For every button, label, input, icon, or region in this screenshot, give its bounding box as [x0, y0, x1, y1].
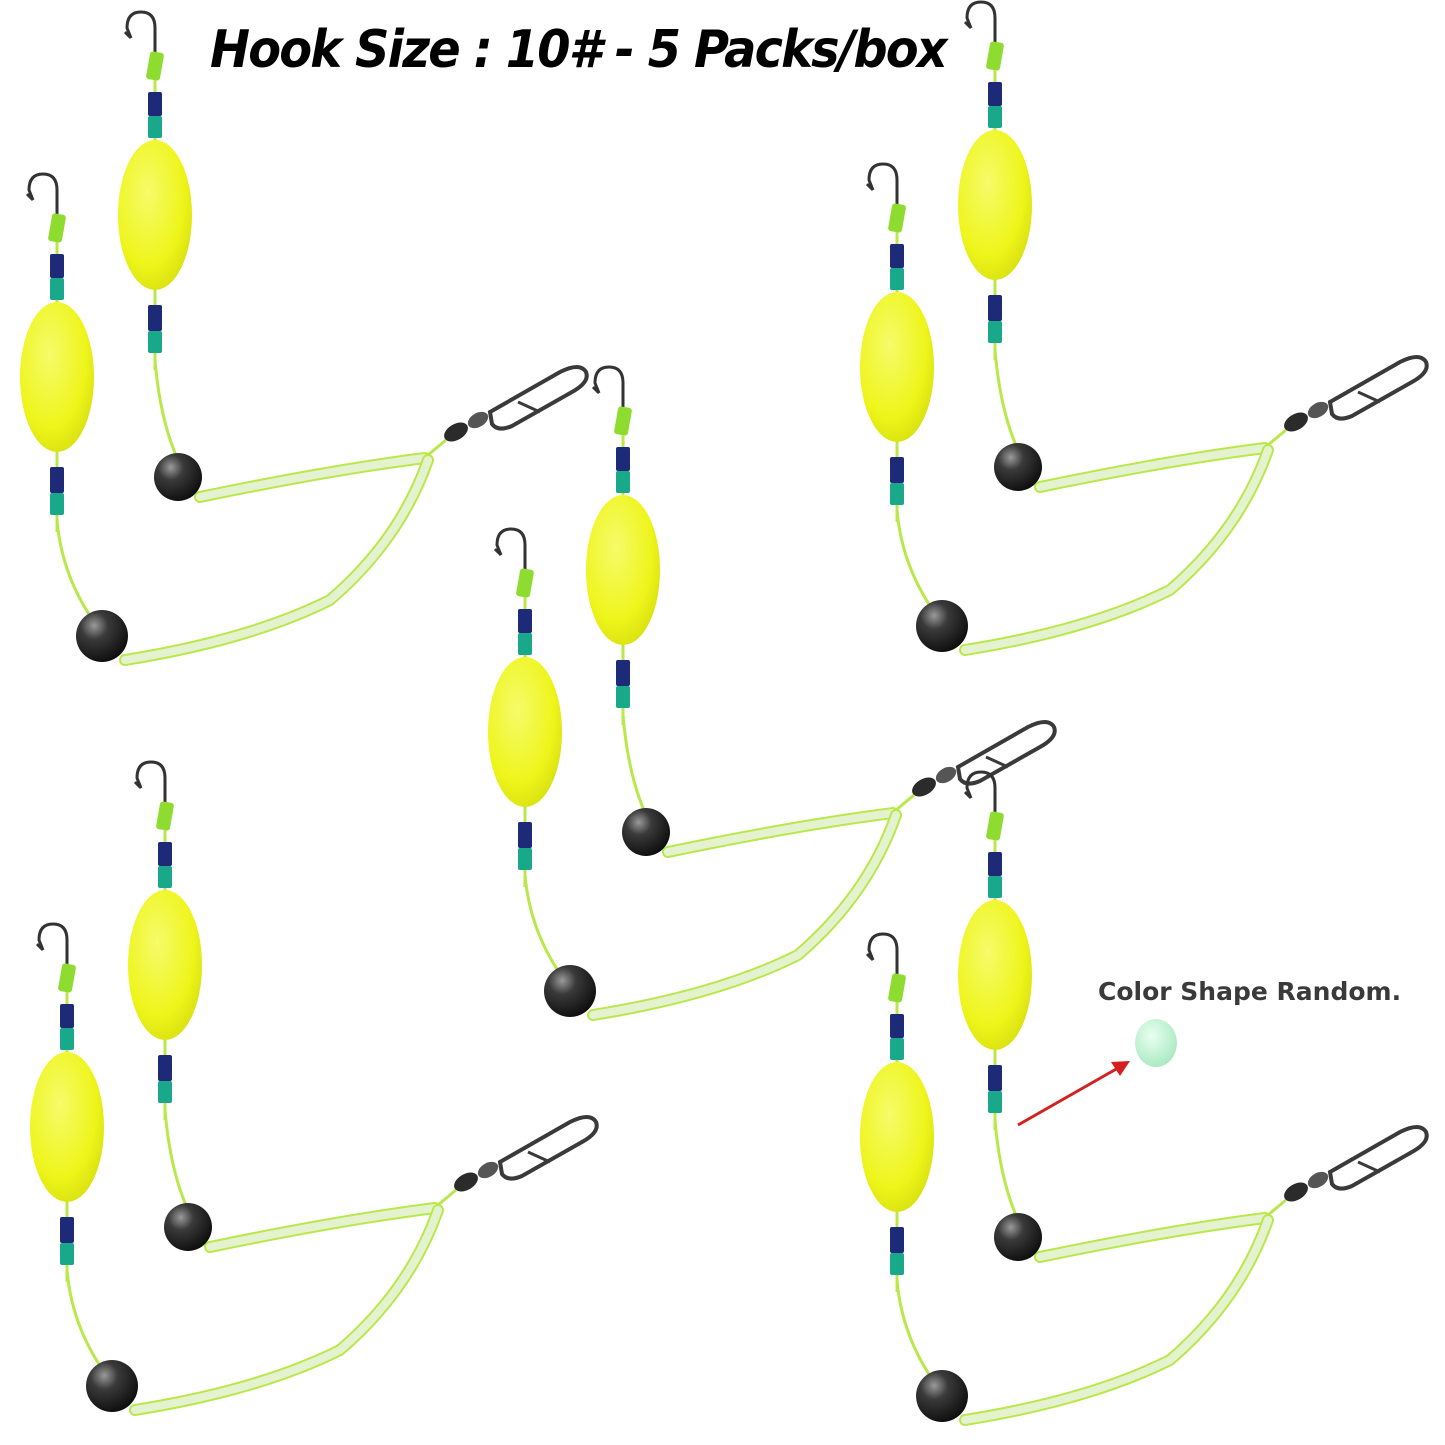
product-title: Hook Size : 10# - 5 Packs/box	[210, 20, 948, 80]
rig-pack-1	[20, 12, 587, 662]
rig-pack-3	[488, 367, 1055, 1017]
rig-pack-4	[30, 762, 597, 1412]
rig-pack-2	[860, 2, 1427, 652]
bead-sample-icon	[1135, 1019, 1177, 1067]
color-shape-note: Color Shape Random.	[1098, 977, 1402, 1006]
rig-pack-5	[860, 772, 1427, 1422]
arrow-icon	[1017, 1061, 1130, 1127]
